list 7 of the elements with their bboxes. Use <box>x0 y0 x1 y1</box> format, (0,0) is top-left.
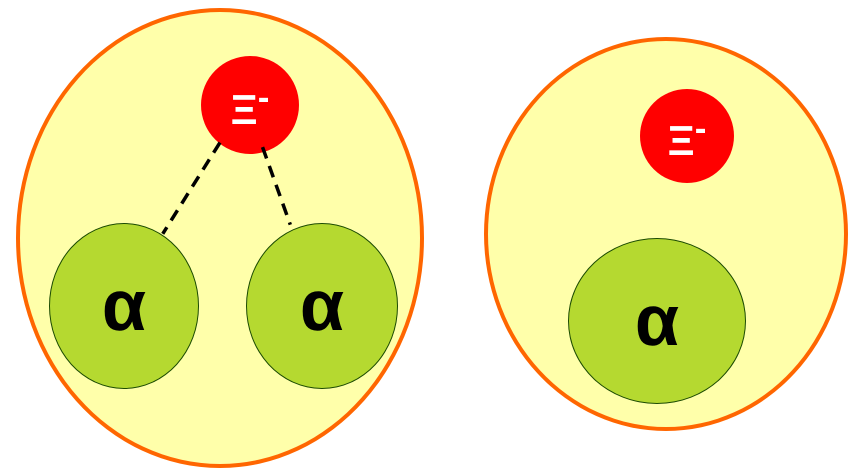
particle-symbol: Ξ$^{-}$ <box>668 110 706 162</box>
dashed-connector <box>260 146 292 226</box>
particle-symbol: Ξ$^{-}$ <box>230 80 270 130</box>
particle-symbol: α <box>102 270 146 342</box>
dashed-connector <box>161 142 222 235</box>
particle-symbol: α <box>634 285 680 357</box>
particle-symbol: α <box>300 270 344 342</box>
